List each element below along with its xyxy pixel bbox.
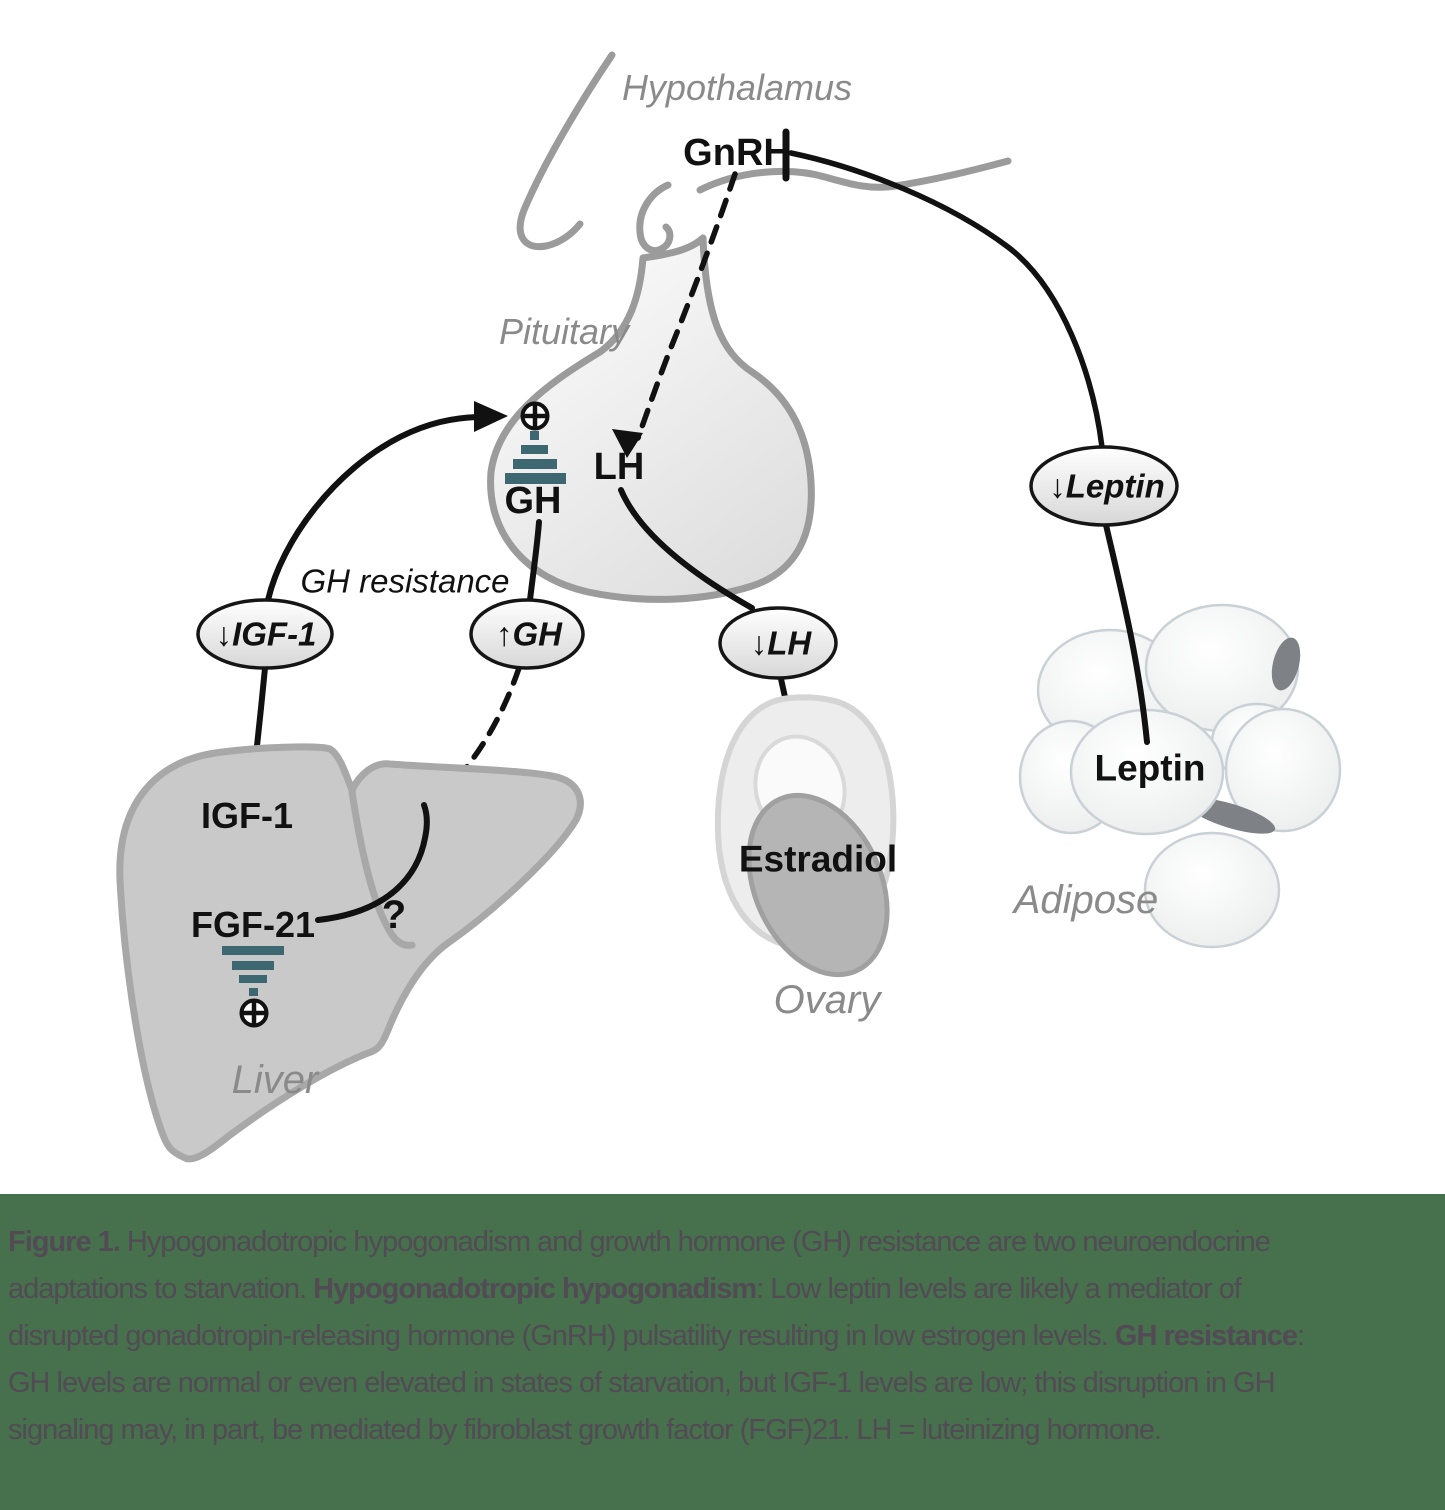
lh-release-line: [618, 487, 755, 611]
adipose-cell: [1143, 831, 1281, 949]
ovary-illustration: [714, 694, 897, 978]
caption-line: GH levels are normal or even elevated in…: [8, 1367, 1276, 1399]
pulse-bar: [232, 961, 274, 970]
adipose-label: Adipose: [1013, 878, 1159, 922]
pulse-bar: [513, 459, 557, 469]
estradiol-label: Estradiol: [738, 838, 898, 880]
hypothalamus-outline: [516, 51, 616, 251]
pituitary-plus-circle-icon: [520, 401, 550, 431]
igf1-liver-label: IGF-1: [200, 795, 294, 836]
gnrh-label: GnRH: [683, 132, 791, 174]
liver-lobe-line: [348, 788, 416, 949]
gnrh-lh-arrowhead: [612, 429, 643, 458]
leptin-adipose-line: [1103, 522, 1150, 745]
pituitary-label: Pituitary: [498, 311, 630, 352]
gh-resistance-label: GH resistance: [300, 562, 510, 600]
pulse-bar: [505, 473, 566, 484]
leptin-gnrh-line: [788, 150, 1105, 450]
gh-high-oval: [469, 598, 585, 670]
pulse-bar: [249, 988, 258, 996]
liver-label: Liver: [231, 1058, 319, 1102]
gnrh-lh-dashed-line: [635, 171, 738, 441]
pulse-bar: [521, 445, 548, 454]
hypothalamus-curl: [636, 181, 674, 255]
liver-shape: [116, 743, 584, 1163]
leptin-cell-label: Leptin: [1094, 747, 1206, 789]
adipose-cell: [1224, 707, 1342, 833]
caption-line: disrupted gonadotropin-releasing hormone…: [8, 1320, 1305, 1352]
figure-caption-text: Figure 1. Hypogonadotropic hypogonadism …: [8, 1219, 1445, 1454]
gh-release-line: [527, 519, 542, 603]
fgf21-label: FGF-21: [190, 904, 316, 945]
caption-line: signaling may, in part, be mediated by f…: [8, 1414, 1162, 1446]
skull-base-curve: [696, 157, 1012, 194]
ovary-label: Ovary: [773, 978, 881, 1022]
igf1-low-oval: [196, 598, 334, 670]
adipose-cell: [1069, 708, 1225, 836]
pulse-bar: [530, 431, 539, 440]
pulse-bar: [239, 975, 267, 983]
lh-low-oval: [718, 606, 838, 680]
leptin-low-oval: [1029, 445, 1179, 527]
leptin-low-oval-label: ↓Leptin: [1049, 467, 1165, 505]
lh-low-oval-label: ↓LH: [750, 624, 812, 662]
pulse-bar: [222, 946, 284, 955]
ovary-medulla: [746, 792, 890, 978]
question-mark-label: ?: [381, 893, 407, 937]
figure-caption: Figure 1. Hypogonadotropic hypogonadism …: [0, 1194, 1445, 1510]
gh-pulse-amplitude-bars: [505, 431, 566, 484]
gh-high-oval-label: ↑GH: [496, 615, 562, 653]
liver-plus-circle-icon: [239, 998, 269, 1028]
fgf21-pulse-amplitude-bars: [222, 946, 284, 996]
igf1-pituitary-arrowhead: [474, 401, 508, 432]
caption-line: adaptations to starvation. Hypogonadotro…: [8, 1273, 1242, 1305]
igf1-pituitary-arrow: [265, 414, 480, 603]
fgf21-question-arrow: [315, 802, 430, 923]
hypothalamus-label: Hypothalamus: [621, 67, 853, 108]
caption-line: Figure 1. Hypogonadotropic hypogonadism …: [8, 1226, 1271, 1258]
igf1-low-oval-label: ↓IGF-1: [215, 615, 317, 653]
diagram-canvas: [116, 51, 1342, 1163]
adipose-cell-nucleus: [1271, 637, 1301, 691]
lh-label: LH: [593, 446, 645, 488]
gh-label: GH: [504, 480, 562, 522]
